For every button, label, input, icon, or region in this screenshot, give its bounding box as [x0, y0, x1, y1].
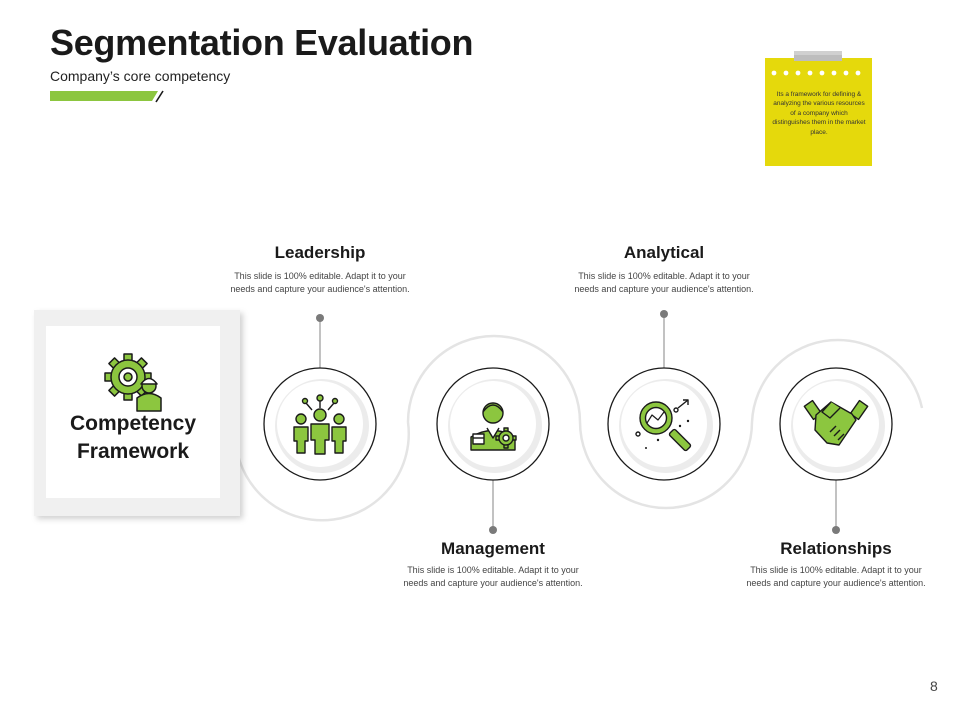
leadership-title: Leadership — [274, 243, 366, 262]
analytical-title: Analytical — [623, 243, 705, 262]
slide-subtitle: Company’s core competency — [50, 68, 231, 84]
relationships-description: This slide is 100% editable. Adapt it to… — [746, 565, 926, 589]
team-icon — [293, 394, 347, 455]
sticky-note — [765, 51, 872, 166]
title-accent-bar — [50, 90, 164, 103]
handshake-icon — [803, 399, 869, 446]
page-number: 8 — [930, 678, 938, 694]
management-description: This slide is 100% editable. Adapt it to… — [403, 565, 583, 589]
manager-gear-icon — [470, 402, 517, 451]
framework-label-line2: Framework — [76, 440, 190, 464]
management-connector-dot — [489, 526, 497, 534]
analytical-description: This slide is 100% editable. Adapt it to… — [574, 271, 754, 295]
relationships-connector-dot — [832, 526, 840, 534]
leadership-connector-dot — [316, 314, 324, 322]
sticky-note-text: Its a framework for defining & analyzing… — [772, 91, 866, 136]
framework-card — [34, 310, 240, 516]
leadership-description: This slide is 100% editable. Adapt it to… — [230, 271, 410, 295]
relationships-title: Relationships — [780, 539, 892, 558]
framework-label: Competency Framework — [46, 410, 220, 467]
analytical-connector-dot — [660, 310, 668, 318]
magnifier-chart-icon — [635, 399, 692, 452]
circle-management — [436, 367, 550, 481]
gear-worker-icon — [104, 353, 162, 412]
slide-title: Segmentation Evaluation — [50, 22, 474, 63]
framework-label-line1: Competency — [69, 412, 197, 435]
management-title: Management — [441, 539, 545, 558]
